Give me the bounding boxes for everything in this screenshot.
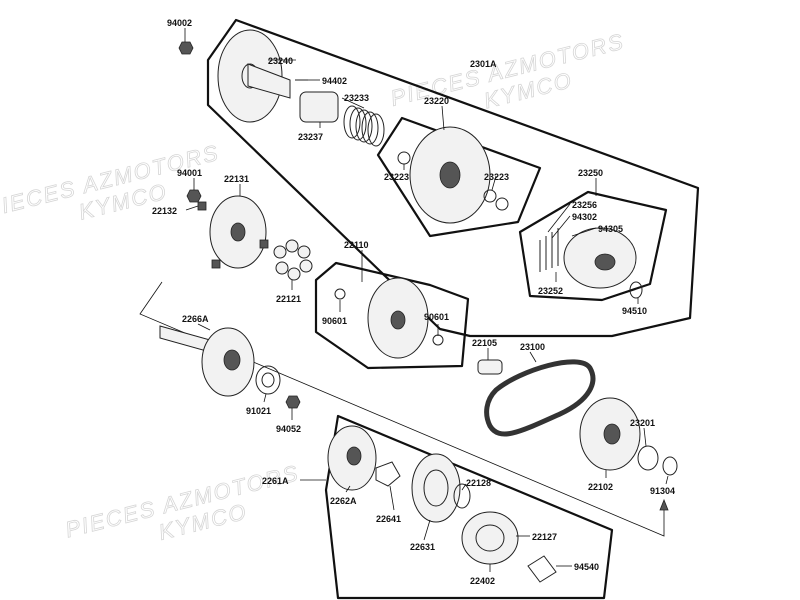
ring-22128 (453, 483, 471, 509)
label-94001: 94001 (177, 168, 202, 178)
frame-2261A (324, 414, 614, 600)
label-23237: 23237 (298, 132, 323, 142)
label-91021: 91021 (246, 406, 271, 416)
leader-lines (184, 28, 669, 572)
clutch-outer-22402 (461, 511, 519, 565)
ring-91304 (662, 456, 678, 476)
label-22127: 22127 (532, 532, 557, 542)
label-22631: 22631 (410, 542, 435, 552)
spring-23233 (343, 105, 385, 147)
label-90601-left: 90601 (322, 316, 347, 326)
label-23223-right: 23223 (484, 172, 509, 182)
label-23220: 23220 (424, 96, 449, 106)
label-94540: 94540 (574, 562, 599, 572)
frame-22110 (314, 261, 470, 370)
bearing-91021 (255, 365, 281, 395)
bearing-23201 (637, 445, 659, 471)
clutch-plates (539, 228, 559, 272)
clip-90601-right (432, 334, 444, 346)
label-94402: 94402 (322, 76, 347, 86)
belt-23100 (484, 359, 596, 437)
label-94305: 94305 (598, 224, 623, 234)
clip-90601-left (334, 288, 346, 300)
label-94510: 94510 (622, 306, 647, 316)
part-labels: 94002 23240 2301A 94402 23233 23237 2322… (152, 18, 675, 586)
nut-94001 (186, 189, 202, 203)
label-22641: 22641 (376, 514, 401, 524)
arrow-head (659, 498, 669, 511)
washer-22132 (197, 201, 207, 211)
nut-94002 (178, 41, 194, 55)
label-23252: 23252 (538, 286, 563, 296)
label-22121: 22121 (276, 294, 301, 304)
frame-23220 (376, 116, 542, 238)
label-94002: 94002 (167, 18, 192, 28)
label-2301A: 2301A (470, 59, 497, 69)
frame-23250 (518, 190, 668, 302)
label-23250: 23250 (578, 168, 603, 178)
label-22102: 22102 (588, 482, 613, 492)
clutch-shoes-22631 (411, 453, 461, 523)
label-2266A: 2266A (182, 314, 209, 324)
ring-94510 (629, 281, 643, 299)
label-22132: 22132 (152, 206, 177, 216)
label-22402: 22402 (470, 576, 495, 586)
axis-line-main (139, 281, 665, 537)
spring-22641 (375, 461, 401, 487)
nut-94052 (285, 395, 301, 409)
label-94302: 94302 (572, 212, 597, 222)
label-94052: 94052 (276, 424, 301, 434)
label-22131: 22131 (224, 174, 249, 184)
label-23233: 23233 (344, 93, 369, 103)
label-2262A: 2262A (330, 496, 357, 506)
label-91304: 91304 (650, 486, 675, 496)
label-23223-left: 23223 (384, 172, 409, 182)
label-23201: 23201 (630, 418, 655, 428)
label-23256: 23256 (572, 200, 597, 210)
label-22105: 22105 (472, 338, 497, 348)
label-22110: 22110 (344, 240, 369, 250)
drive-shaft-2266A (159, 325, 211, 353)
frame-2301A (206, 18, 700, 338)
rollers-22121 (273, 239, 313, 281)
label-22128: 22128 (466, 478, 491, 488)
collar-23237 (299, 91, 339, 123)
label-23100: 23100 (520, 342, 545, 352)
driven-shaft (247, 63, 291, 99)
seal-23223-left (397, 151, 411, 165)
clip-94540 (527, 555, 557, 583)
spacer-22105 (477, 359, 503, 375)
label-23240: 23240 (268, 56, 293, 66)
label-2261A: 2261A (262, 476, 289, 486)
label-90601-right: 90601 (424, 312, 449, 322)
seal-23223-right (483, 189, 497, 203)
